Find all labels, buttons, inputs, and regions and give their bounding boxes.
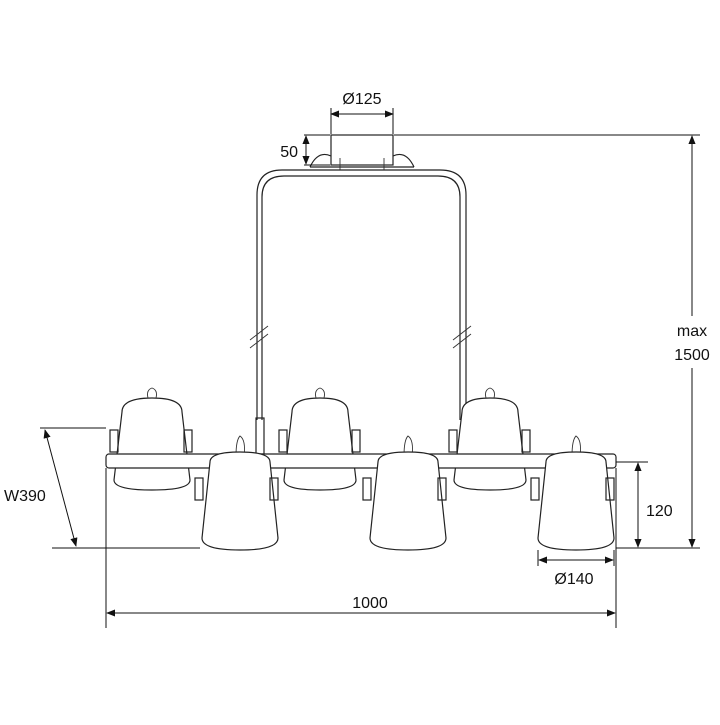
ceiling-canopy	[309, 134, 415, 170]
suspension-frame	[249, 169, 472, 455]
max-height-label-line2: 1500	[674, 347, 710, 364]
shade-front-center	[362, 435, 447, 551]
dimension-depth: W390	[4, 427, 200, 549]
dimension-max-height: max 1500	[394, 134, 716, 549]
max-height-label-line1: max	[677, 323, 707, 340]
shade-diameter-label: Ø140	[554, 571, 593, 588]
overall-width-label: 1000	[352, 595, 388, 612]
dimension-shade-diameter: Ø140	[537, 550, 615, 588]
canopy-diameter-label: Ø125	[342, 91, 381, 108]
depth-label: W390	[4, 488, 46, 505]
shade-front-left	[194, 435, 279, 551]
canopy-height-label: 50	[280, 144, 298, 161]
shade-back-right	[448, 387, 531, 491]
shade-back-center	[278, 387, 361, 491]
shade-front-right	[530, 435, 615, 551]
dimension-canopy-diameter: Ø125	[330, 91, 394, 134]
dimension-overall-width: 1000	[105, 468, 617, 628]
shade-height-label: 120	[646, 503, 673, 520]
horizontal-bar	[105, 453, 617, 469]
shade-back-left	[109, 387, 193, 491]
dimension-canopy-height: 50	[280, 134, 330, 166]
dimension-shade-height: 120	[616, 461, 673, 549]
